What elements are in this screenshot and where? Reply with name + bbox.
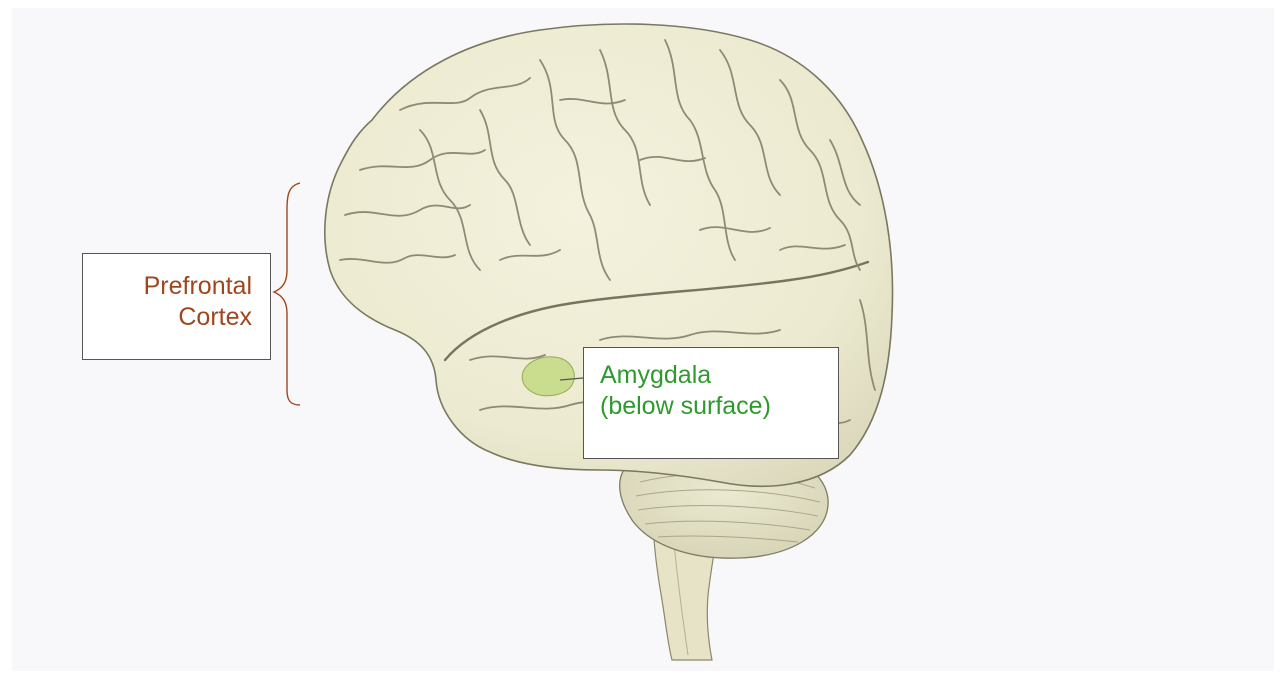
prefrontal-label-line2: Cortex [83, 302, 252, 333]
amygdala-label: Amygdala (below surface) [583, 347, 839, 459]
amygdala-label-line2: (below surface) [600, 391, 838, 422]
prefrontal-bracket [274, 183, 300, 405]
amygdala-region [522, 357, 574, 396]
prefrontal-cortex-label: Prefrontal Cortex [82, 253, 271, 360]
prefrontal-label-line1: Prefrontal [83, 271, 252, 302]
amygdala-label-line1: Amygdala [600, 360, 838, 391]
